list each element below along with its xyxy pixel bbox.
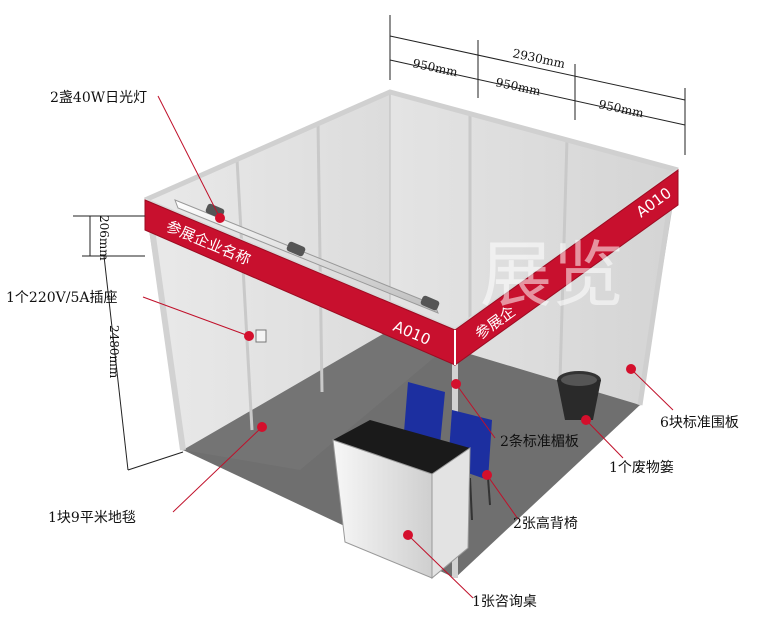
callout-leaders: [142, 95, 674, 599]
callout-fascia-boards: 2条标准楣板: [500, 433, 579, 450]
floor-carpet-shade: [183, 330, 455, 470]
dimension-panel-3: 950mm: [597, 97, 645, 120]
dimension-panel-1: 950mm: [411, 56, 459, 79]
callout-wastebasket: 1个废物篓: [609, 460, 674, 476]
wastebasket-icon: [557, 380, 601, 420]
chair-leg: [469, 477, 473, 521]
post-right: [637, 189, 675, 406]
post-left: [147, 214, 186, 451]
dimension-lines-left: [73, 215, 184, 471]
callout-carpet: 1块9平米地毯: [48, 510, 136, 526]
fluorescent-light-icon: [174, 199, 439, 314]
dimension-wall-height: 2480mm: [107, 325, 121, 379]
dimension-fascia-height: 206mm: [97, 215, 111, 261]
watermark: 展览: [480, 233, 624, 317]
callout-desk: 1张咨询桌: [472, 594, 537, 610]
callout-wall-panels: 6块标准围板: [660, 415, 739, 431]
callout-dots: [215, 213, 636, 540]
light-fitting-icon: [420, 295, 440, 311]
desk-side: [431, 447, 471, 580]
chair-back-icon: [404, 382, 445, 445]
desk-top: [333, 420, 470, 474]
dimension-total-width: 2930mm: [511, 46, 567, 71]
panel-seam: [316, 122, 324, 393]
wastebasket-inner: [561, 374, 597, 386]
dimension-lines-top: [389, 15, 686, 155]
callout-socket: 1个220V/5A插座: [6, 290, 117, 306]
light-fitting-icon: [286, 241, 306, 257]
panel-seam: [235, 158, 254, 431]
callout-chairs: 2张高背椅: [513, 515, 578, 532]
top-frame: [143, 89, 679, 203]
chair-leg: [487, 477, 491, 506]
socket-icon: [255, 329, 267, 343]
callout-lights: 2盏40W日光灯: [50, 90, 147, 106]
dimension-panel-2: 950mm: [494, 75, 542, 98]
